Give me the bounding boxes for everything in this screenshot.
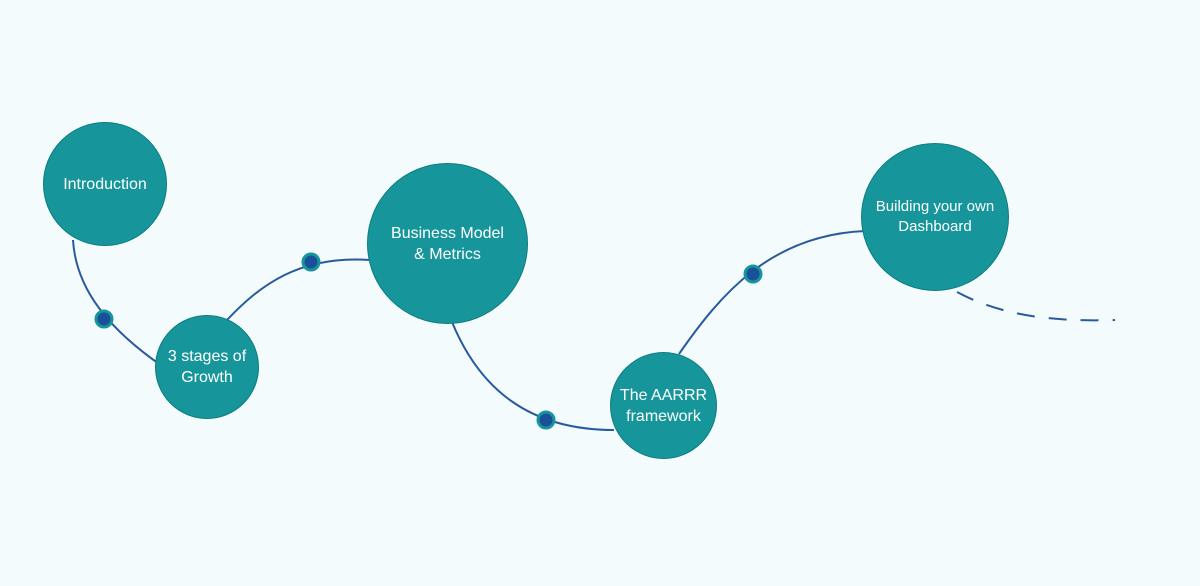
connector-business-to-aarrr — [451, 321, 615, 431]
connector-stages-to-business — [226, 258, 371, 321]
node-business-model-metrics-label: Business Model & Metrics — [391, 224, 504, 263]
waypoint-dot — [743, 264, 763, 284]
node-aarrr-framework[interactable]: The AARRR framework — [610, 352, 717, 459]
node-aarrr-framework-label: The AARRR framework — [619, 386, 708, 425]
node-building-dashboard[interactable]: Building your own Dashboard — [861, 143, 1009, 291]
connector-introduction-to-stages — [72, 239, 163, 367]
node-building-dashboard-label: Building your own Dashboard — [875, 198, 995, 235]
node-introduction[interactable]: Introduction — [43, 122, 167, 246]
waypoint-dot — [301, 252, 321, 272]
node-3-stages-of-growth[interactable]: 3 stages of Growth — [155, 315, 259, 419]
waypoint-dot — [536, 410, 556, 430]
node-3-stages-of-growth-label: 3 stages of Growth — [167, 348, 247, 386]
waypoint-dot — [94, 309, 114, 329]
node-introduction-label: Introduction — [63, 175, 147, 193]
connector-continuation-dashed — [956, 291, 1116, 322]
node-business-model-metrics[interactable]: Business Model & Metrics — [367, 163, 528, 324]
connector-aarrr-to-dashboard — [678, 230, 866, 355]
